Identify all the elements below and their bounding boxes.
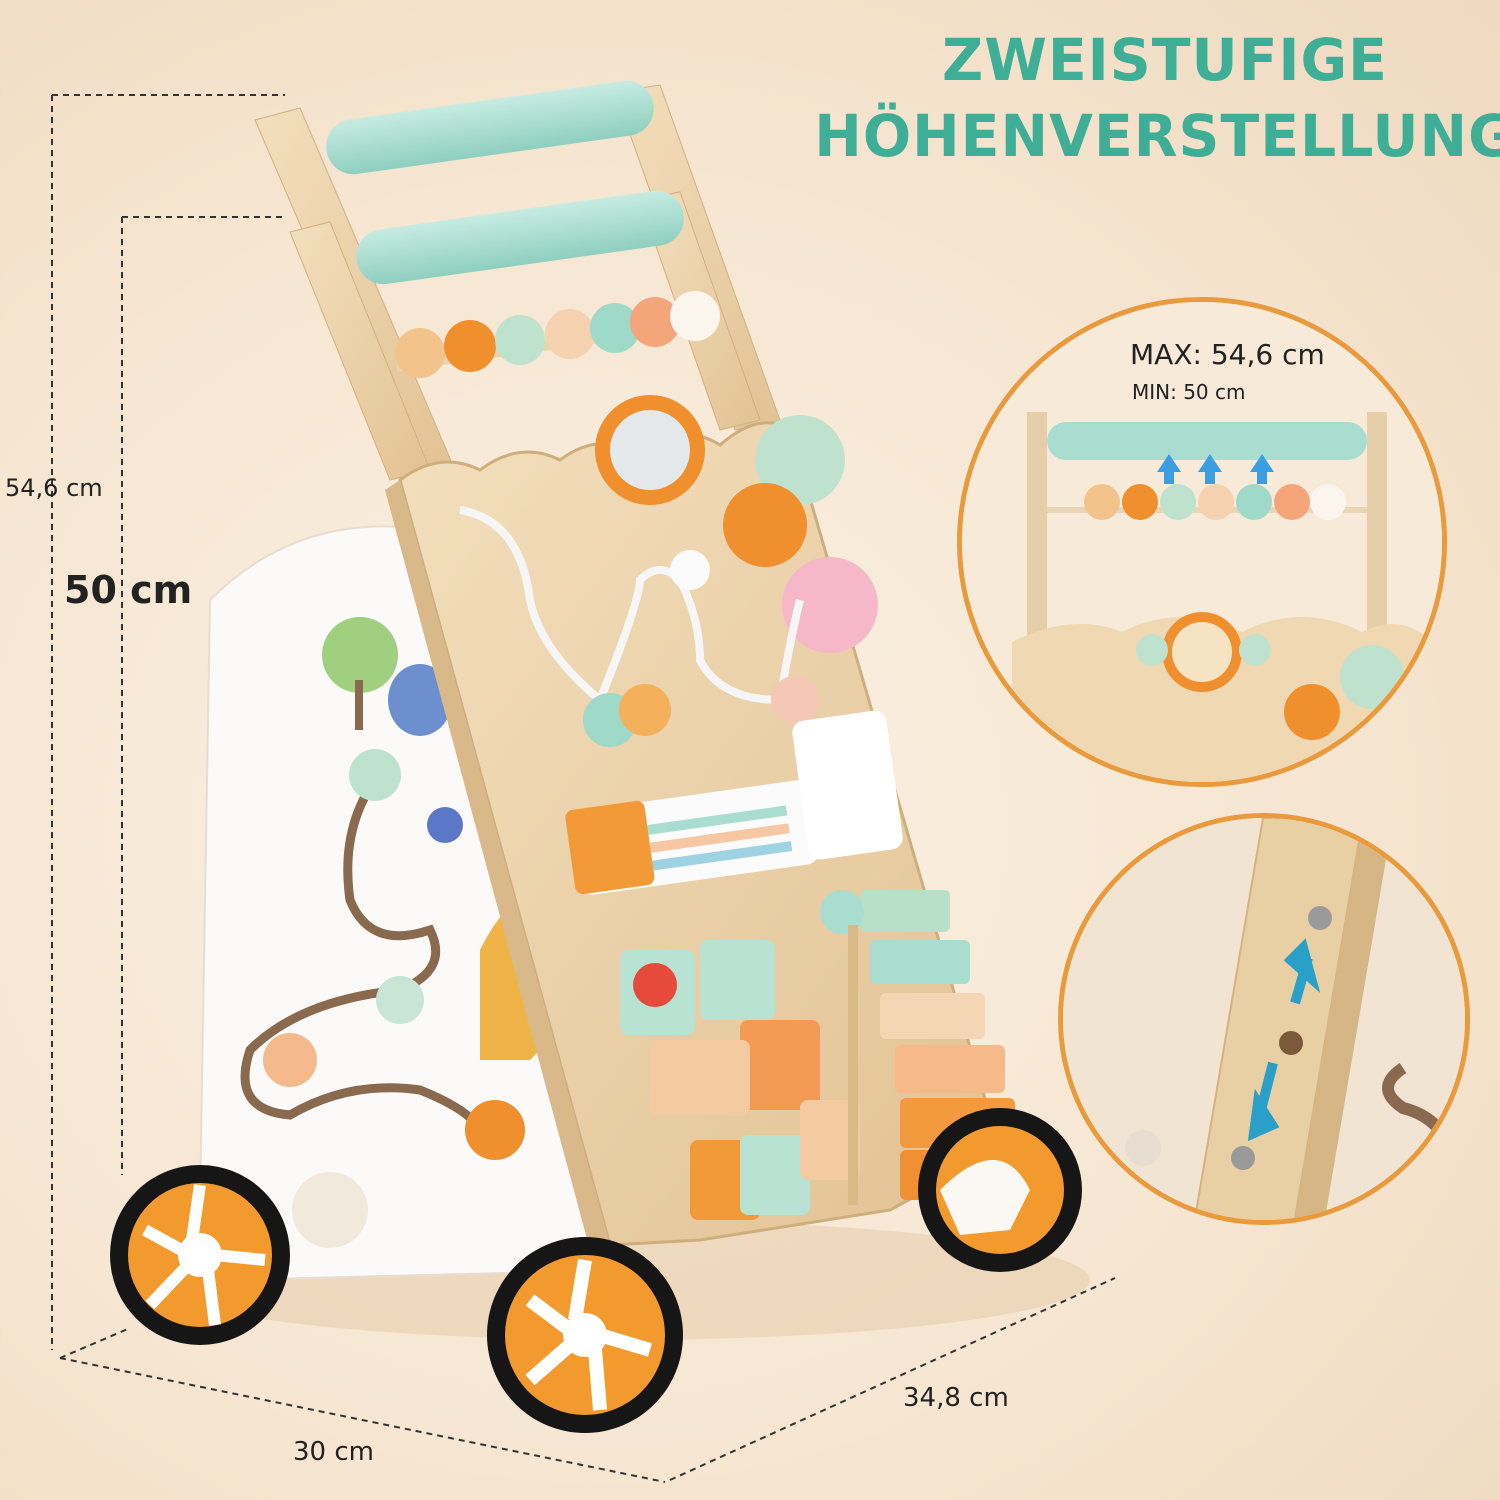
dimension-lines (51, 94, 1116, 1483)
height-max-label: 54,6 cm (5, 474, 103, 502)
depth-label: 30 cm (293, 1437, 374, 1467)
max-height-label: MAX: 54,6 cm (1130, 338, 1325, 371)
wheels (110, 1108, 1082, 1433)
headline-line-1: ZWEISTUFIGE (942, 26, 1388, 94)
height-detail-illustration (962, 302, 1442, 782)
height-detail-inset: MAX: 54,6 cm MIN: 50 cm (957, 297, 1447, 787)
height-min-label: 50 cm (64, 568, 193, 612)
adjustment-detail-inset (1058, 813, 1470, 1225)
adjustment-detail-illustration (1063, 818, 1465, 1220)
width-label: 34,8 cm (903, 1383, 1009, 1413)
headline-line-2: HÖHENVERSTELLUNG (814, 102, 1500, 170)
handle-frame (254, 80, 781, 481)
abacus-beads (395, 291, 720, 378)
headline: ZWEISTUFIGE HÖHENVERSTELLUNG (788, 22, 1500, 174)
min-height-label: MIN: 50 cm (1132, 380, 1246, 404)
